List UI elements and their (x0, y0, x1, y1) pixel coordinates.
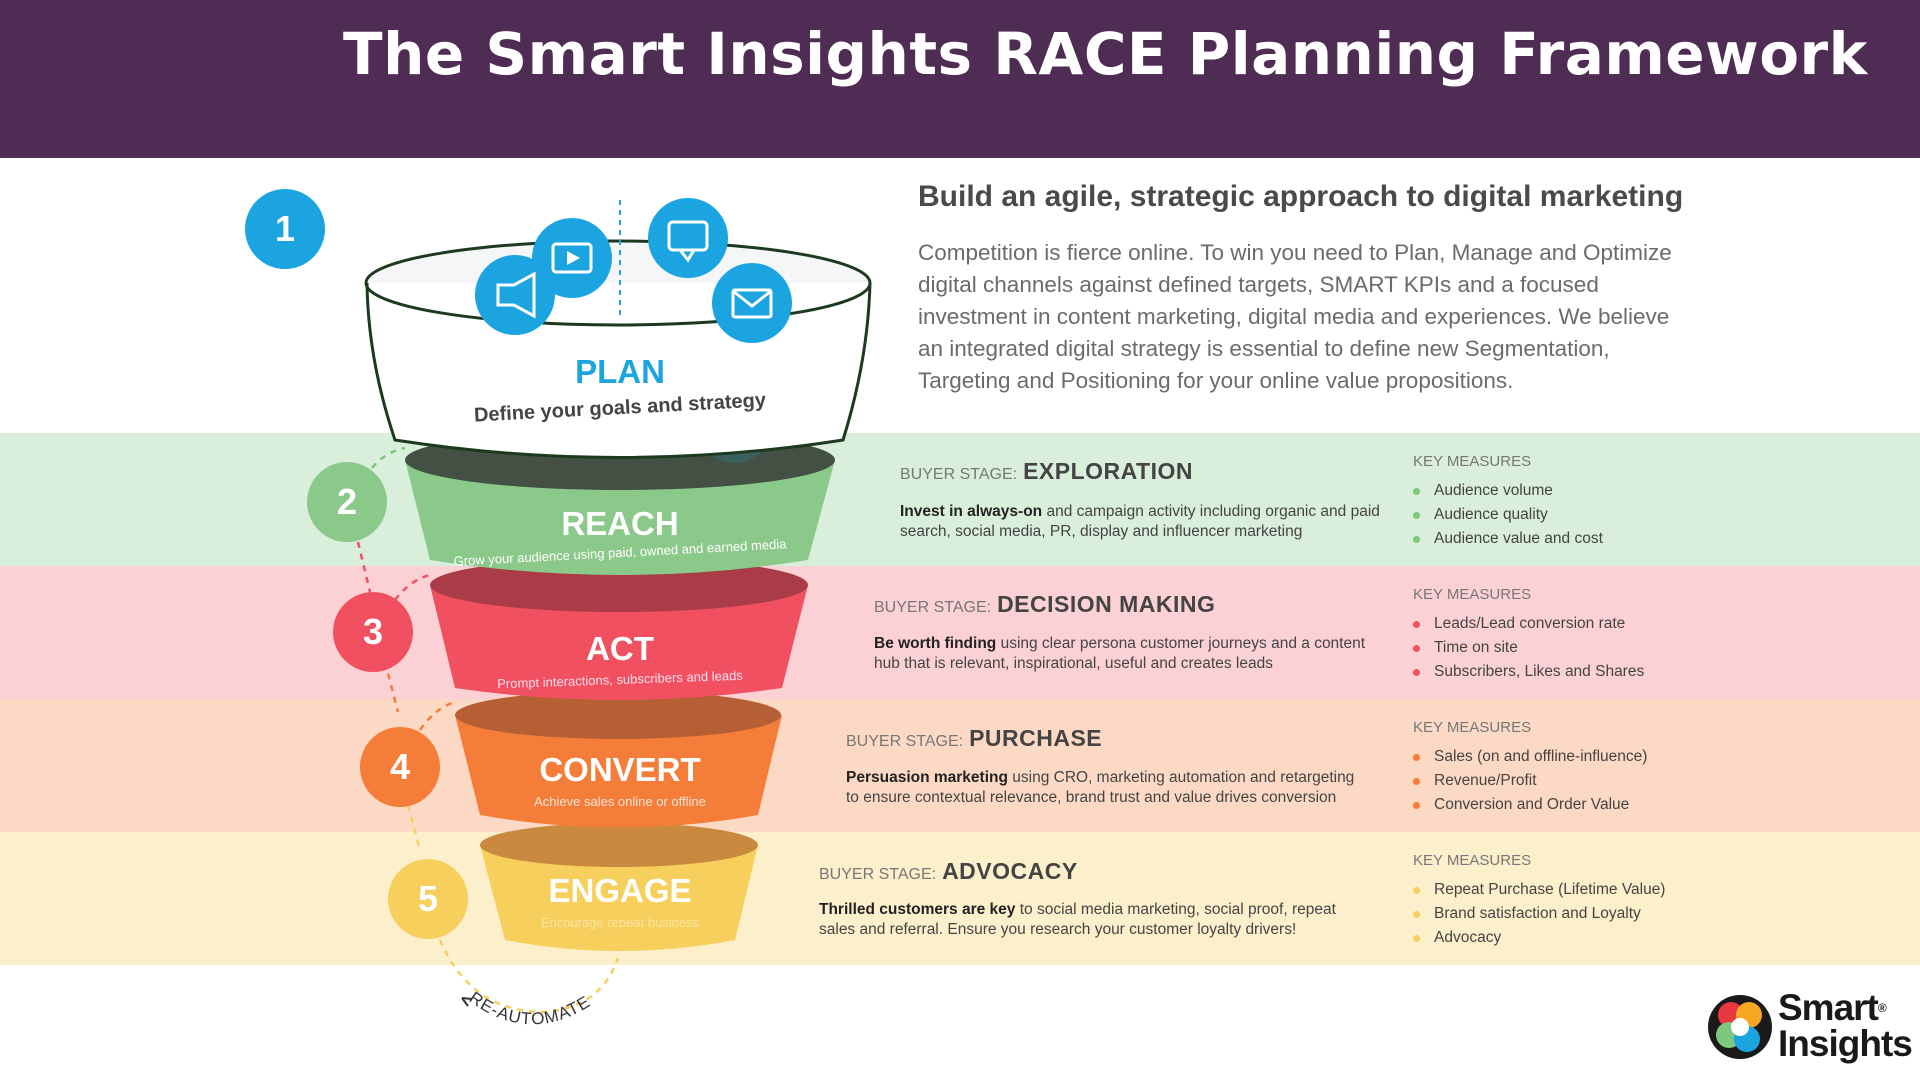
buyer-stage-name: DECISION MAKING (997, 591, 1215, 617)
bullet-dot (1413, 754, 1420, 761)
buyer-stage-label: BUYER STAGE: (819, 866, 936, 883)
reach-measures-list: Audience volume Audience quality Audienc… (1413, 479, 1603, 551)
convert-label: CONVERT (500, 751, 740, 789)
buyer-stage-label: BUYER STAGE: (900, 466, 1017, 483)
plan-label: PLAN (520, 353, 720, 391)
buyer-stage-label: BUYER STAGE: (874, 599, 991, 616)
measure-item: Audience quality (1413, 503, 1603, 527)
measure-item: Audience volume (1413, 479, 1603, 503)
bullet-dot (1413, 621, 1420, 628)
bullet-dot (1413, 645, 1420, 652)
bullet-dot (1413, 488, 1420, 495)
smart-insights-logo-text: Smart® Insights (1778, 990, 1912, 1062)
act-measures-list: Leads/Lead conversion rate Time on site … (1413, 612, 1644, 684)
connector-1-2 (372, 448, 405, 468)
convert-buyer-stage: BUYER STAGE: PURCHASE (846, 725, 1102, 752)
description-bold: Be worth finding (874, 635, 996, 652)
step-1-number: 1 (245, 189, 325, 269)
reach-key-measures-label: KEY MEASURES (1413, 453, 1531, 470)
measure-item: Revenue/Profit (1413, 769, 1647, 793)
bullet-dot (1413, 935, 1420, 942)
engage-description: Thrilled customers are key to social med… (819, 900, 1339, 940)
buyer-stage-name: ADVOCACY (942, 858, 1078, 884)
logo-line-1: Smart (1778, 987, 1878, 1028)
logo-line-2: Insights (1778, 1026, 1912, 1062)
measure-item: Audience value and cost (1413, 527, 1603, 551)
connector-4-arrow (420, 702, 455, 730)
engage-buyer-stage: BUYER STAGE: ADVOCACY (819, 858, 1078, 885)
buyer-stage-label: BUYER STAGE: (846, 733, 963, 750)
buyer-stage-name: EXPLORATION (1023, 458, 1193, 484)
reautomate-label: RE-AUTOMATE (458, 988, 605, 1028)
connector-4-5 (408, 805, 420, 850)
description-bold: Invest in always-on (900, 503, 1042, 520)
step-3-number: 3 (333, 592, 413, 672)
engage-subtitle: Encourage repeat business (500, 915, 740, 930)
engage-measures-list: Repeat Purchase (Lifetime Value) Brand s… (1413, 878, 1665, 950)
engage-label: ENGAGE (500, 872, 740, 910)
reautomate-text: RE-AUTOMATE (466, 988, 594, 1028)
bullet-dot (1413, 911, 1420, 918)
smart-insights-logo-icon (1705, 985, 1775, 1070)
engage-key-measures-label: KEY MEASURES (1413, 852, 1531, 869)
bullet-dot (1413, 887, 1420, 894)
measure-item: Conversion and Order Value (1413, 793, 1647, 817)
chat-icon (648, 198, 728, 278)
act-buyer-stage: BUYER STAGE: DECISION MAKING (874, 591, 1215, 618)
convert-measures-list: Sales (on and offline-influence) Revenue… (1413, 745, 1647, 817)
megaphone-icon (475, 255, 555, 335)
measure-item: Brand satisfaction and Loyalty (1413, 902, 1665, 926)
bullet-dot (1413, 802, 1420, 809)
description-bold: Persuasion marketing (846, 769, 1008, 786)
bullet-dot (1413, 778, 1420, 785)
reach-buyer-stage: BUYER STAGE: EXPLORATION (900, 458, 1193, 485)
svg-text:RE-AUTOMATE: RE-AUTOMATE (466, 988, 594, 1028)
buyer-stage-name: PURCHASE (969, 725, 1102, 751)
step-5-number: 5 (388, 859, 468, 939)
plan-bowl (366, 198, 870, 463)
act-key-measures-label: KEY MEASURES (1413, 586, 1531, 603)
connector-3-4 (385, 662, 398, 712)
bullet-dot (1413, 536, 1420, 543)
convert-description: Persuasion marketing using CRO, marketin… (846, 768, 1366, 808)
reautomate-loop (440, 940, 618, 1012)
step-4-number: 4 (360, 727, 440, 807)
logo-registered: ® (1878, 1001, 1886, 1015)
act-label: ACT (520, 630, 720, 668)
connector-3-arrow (395, 575, 430, 600)
bullet-dot (1413, 512, 1420, 519)
measure-item: Subscribers, Likes and Shares (1413, 660, 1644, 684)
measure-item: Leads/Lead conversion rate (1413, 612, 1644, 636)
step-2-number: 2 (307, 462, 387, 542)
reach-label: REACH (520, 505, 720, 543)
measure-item: Repeat Purchase (Lifetime Value) (1413, 878, 1665, 902)
act-description: Be worth finding using clear persona cus… (874, 634, 1394, 674)
connector-2-3 (358, 542, 370, 592)
description-bold: Thrilled customers are key (819, 901, 1015, 918)
convert-subtitle: Achieve sales online or offline (500, 794, 740, 809)
email-icon (712, 263, 792, 343)
convert-key-measures-label: KEY MEASURES (1413, 719, 1531, 736)
bullet-dot (1413, 669, 1420, 676)
reach-description: Invest in always-on and campaign activit… (900, 502, 1420, 542)
measure-item: Sales (on and offline-influence) (1413, 745, 1647, 769)
measure-item: Time on site (1413, 636, 1644, 660)
measure-item: Advocacy (1413, 926, 1665, 950)
